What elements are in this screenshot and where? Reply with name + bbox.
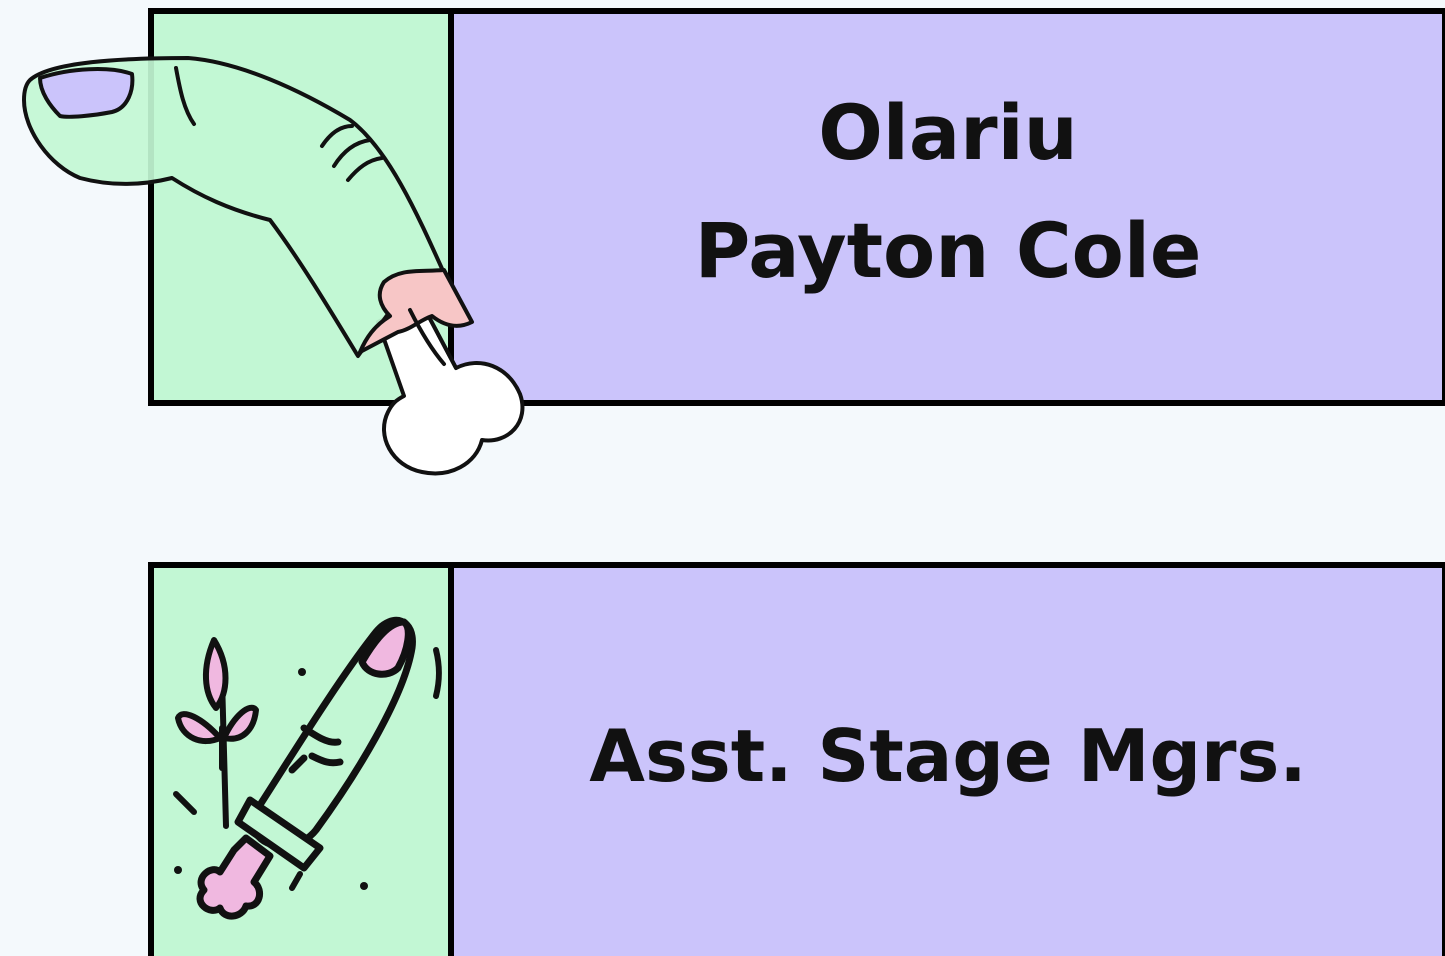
- name-card-text-panel: Olariu Payton Cole: [454, 14, 1442, 400]
- name-card: Olariu Payton Cole: [148, 8, 1445, 406]
- role-card-text-panel: Asst. Stage Mgrs.: [454, 568, 1442, 956]
- name-line-1: Olariu: [818, 88, 1078, 177]
- name-line-2: Payton Cole: [694, 206, 1202, 295]
- role-label: Asst. Stage Mgrs.: [589, 714, 1307, 798]
- role-card-icon-panel: [154, 568, 454, 956]
- role-card: Asst. Stage Mgrs.: [148, 562, 1445, 956]
- name-card-icon-panel: [154, 14, 454, 400]
- severed-finger-sprig-icon: [173, 617, 442, 920]
